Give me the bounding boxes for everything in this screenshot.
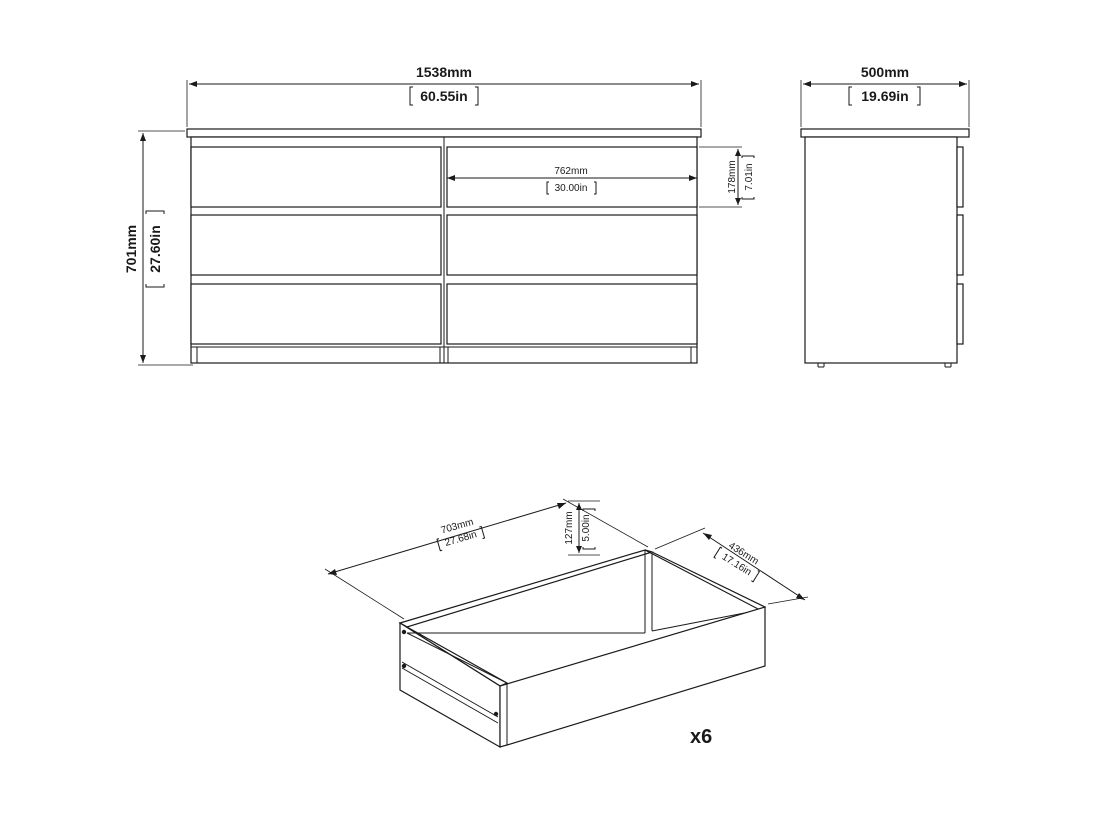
drawer-width-in-label: 30.00in: [555, 183, 588, 194]
depth-in-label: 19.69in: [861, 88, 908, 104]
drawer-height-in-label: 5.00in: [581, 514, 592, 541]
drawer-front-right-3: [446, 283, 698, 345]
drawer-width-mm-label: 762mm: [554, 166, 587, 177]
dresser-top: [186, 128, 702, 138]
width-mm-label: 1538mm: [416, 64, 472, 80]
height-mm-label: 701mm: [123, 225, 139, 273]
side-top: [800, 128, 970, 138]
drawer-height-in-label: 7.01in: [744, 163, 755, 190]
drawer-front-right-1: [446, 146, 698, 208]
drawer-front-right-2: [446, 214, 698, 276]
drawer-quantity-label: x6: [690, 726, 712, 748]
side-body: [804, 136, 958, 364]
drawer-view: 703mm 27.68in 127mm 5.00in 436mm 17.16in…: [324, 498, 809, 749]
side-view: 500mm 19.69in: [800, 64, 970, 368]
drawer-front-left-1: [190, 146, 442, 208]
drawer-front: [499, 606, 766, 748]
front-view: 1538mm 60.55in 701mm 27.60in 762mm 30.00…: [123, 64, 755, 366]
depth-mm-label: 500mm: [861, 64, 909, 80]
drawer-back: [398, 549, 655, 628]
drawer-front-left-2: [190, 214, 442, 276]
drawer-height-mm-label: 178mm: [727, 160, 738, 193]
drawer-front-left-3: [190, 283, 442, 345]
drawer-height-mm-label: 127mm: [564, 511, 575, 544]
height-in-label: 27.60in: [147, 225, 163, 272]
width-in-label: 60.55in: [420, 88, 467, 104]
